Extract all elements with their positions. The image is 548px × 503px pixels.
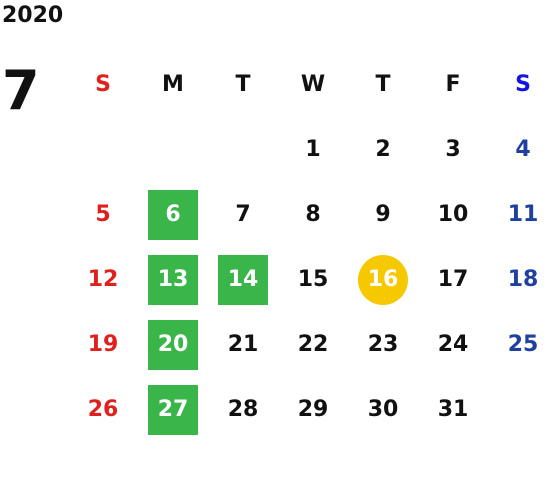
weekday-header-tuesday: T	[235, 72, 251, 97]
day-cell-today: 16	[348, 247, 418, 312]
day-cell: 22	[297, 332, 329, 357]
weekday-header-sunday: S	[95, 72, 111, 97]
day-cell: 8	[305, 202, 321, 227]
day-cell: 29	[297, 397, 329, 422]
day-cell: 1	[305, 137, 321, 162]
day-cell: 26	[87, 397, 119, 422]
day-cell: 10	[437, 202, 469, 227]
day-cell-highlighted: 20	[138, 312, 208, 377]
day-cell: 3	[445, 137, 461, 162]
day-cell-highlighted: 6	[138, 182, 208, 247]
day-cell: 23	[367, 332, 399, 357]
calendar-grid: S M T W T F S 1 2 3 4 5 6 7 8 9 10 11 12…	[68, 52, 548, 442]
weekday-header-wednesday: W	[300, 72, 326, 97]
day-cell: 7	[235, 202, 251, 227]
day-cell: 17	[437, 267, 469, 292]
weekday-header-thursday: T	[375, 72, 391, 97]
day-cell: 15	[297, 267, 329, 292]
day-cell: 25	[507, 332, 539, 357]
day-cell-highlighted: 13	[138, 247, 208, 312]
weekday-header-monday: M	[162, 72, 184, 97]
year-label: 2020	[2, 3, 64, 28]
month-label: 7	[2, 59, 40, 122]
day-cell: 28	[227, 397, 259, 422]
weekday-header-friday: F	[445, 72, 461, 97]
day-cell: 19	[87, 332, 119, 357]
day-cell: 9	[375, 202, 391, 227]
day-cell: 12	[87, 267, 119, 292]
weekday-header-saturday: S	[515, 72, 531, 97]
day-cell	[488, 377, 548, 442]
day-cell: 2	[375, 137, 391, 162]
day-cell: 18	[507, 267, 539, 292]
day-cell	[138, 117, 208, 182]
day-cell: 5	[95, 202, 111, 227]
day-cell	[208, 117, 278, 182]
day-cell: 24	[437, 332, 469, 357]
day-cell: 11	[507, 202, 539, 227]
day-cell-highlighted: 14	[208, 247, 278, 312]
day-cell-highlighted: 27	[138, 377, 208, 442]
day-cell	[68, 117, 138, 182]
day-cell: 21	[227, 332, 259, 357]
day-cell: 31	[437, 397, 469, 422]
day-cell: 4	[515, 137, 531, 162]
day-cell: 30	[367, 397, 399, 422]
